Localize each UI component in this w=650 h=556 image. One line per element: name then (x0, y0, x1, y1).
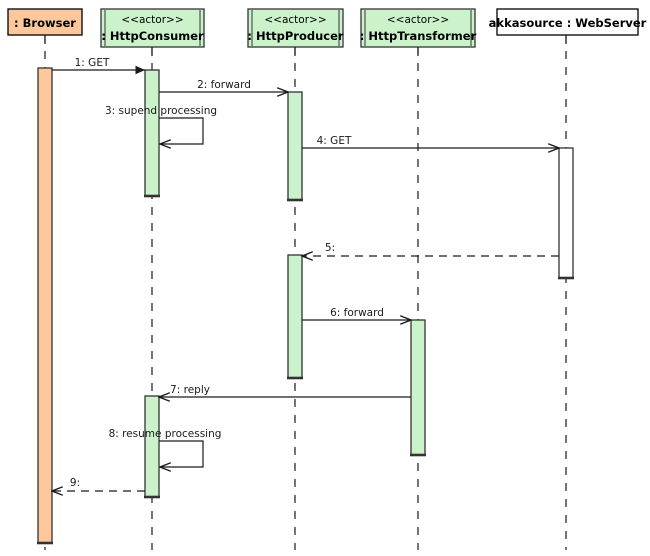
message-9: 9: (52, 477, 145, 491)
lifeline-name-httptransformer: : HttpTransformer (360, 29, 477, 43)
message-7: 7: reply (159, 384, 411, 397)
message-3: 3: supend processing (105, 105, 217, 144)
lifeline-head-httptransformer[interactable]: <<actor>> : HttpTransformer (360, 8, 477, 56)
message-line-3 (159, 117, 204, 144)
message-5: 5: (302, 242, 559, 256)
lifeline-head-box-webserver (496, 8, 639, 36)
activation-bar-httptransformer-0 (410, 319, 426, 456)
lifeline-head-httpconsumer[interactable]: <<actor>> : HttpConsumer (100, 8, 205, 56)
activation-bar-httpproducer-0 (287, 91, 303, 201)
lifeline-stereotype-httptransformer: <<actor>> (387, 14, 449, 26)
lifeline-name-webserver: akkasource : WebServer (489, 16, 647, 30)
activation-bar-httpconsumer-1 (144, 395, 160, 498)
lifeline-head-box-httpconsumer (100, 8, 205, 48)
activation-bar-browser-0 (37, 67, 53, 544)
message-1: 1: GET (52, 57, 145, 75)
activation-bar-httpproducer-1 (287, 254, 303, 379)
message-label-1: 1: GET (75, 57, 110, 69)
activations-layer (37, 67, 574, 545)
message-label-4: 4: GET (317, 135, 352, 147)
message-label-6: 6: forward (330, 307, 384, 319)
lifeline-head-webserver[interactable]: akkasource : WebServer (489, 8, 647, 44)
message-line-8 (159, 440, 204, 467)
lifeline-head-box-httptransformer (360, 8, 476, 48)
message-8: 8: resume processing (109, 428, 222, 467)
message-label-7: 7: reply (170, 384, 210, 396)
lifeline-stereotype-httpconsumer: <<actor>> (121, 14, 183, 26)
lifeline-name-browser: : Browser (14, 16, 76, 30)
lifeline-head-box-httpproducer (247, 8, 344, 48)
message-label-9: 9: (70, 477, 80, 489)
message-label-2: 2: forward (197, 79, 251, 91)
lifeline-head-browser[interactable]: : Browser (7, 8, 83, 44)
lifeline-name-httpconsumer: : HttpConsumer (101, 29, 204, 43)
message-6: 6: forward (302, 307, 411, 320)
activation-bar-webserver-0 (558, 147, 574, 279)
lifeline-heads-layer: : Browser<<actor>>: HttpConsumer<<actor>… (7, 8, 647, 56)
lifeline-stereotype-httpproducer: <<actor>> (264, 14, 326, 26)
message-4: 4: GET (302, 135, 559, 148)
lifeline-head-httpproducer[interactable]: <<actor>> : HttpProducer (247, 8, 344, 56)
lifeline-name-httpproducer: : HttpProducer (247, 29, 343, 43)
message-label-5: 5: (325, 242, 335, 254)
message-label-8: 8: resume processing (109, 428, 222, 440)
messages-layer: 1: GET 2: forward 3: supend processing 4: G… (52, 57, 559, 491)
message-2: 2: forward (159, 79, 288, 92)
message-label-3: 3: supend processing (105, 105, 217, 117)
activation-bar-httpconsumer-0 (144, 69, 160, 197)
